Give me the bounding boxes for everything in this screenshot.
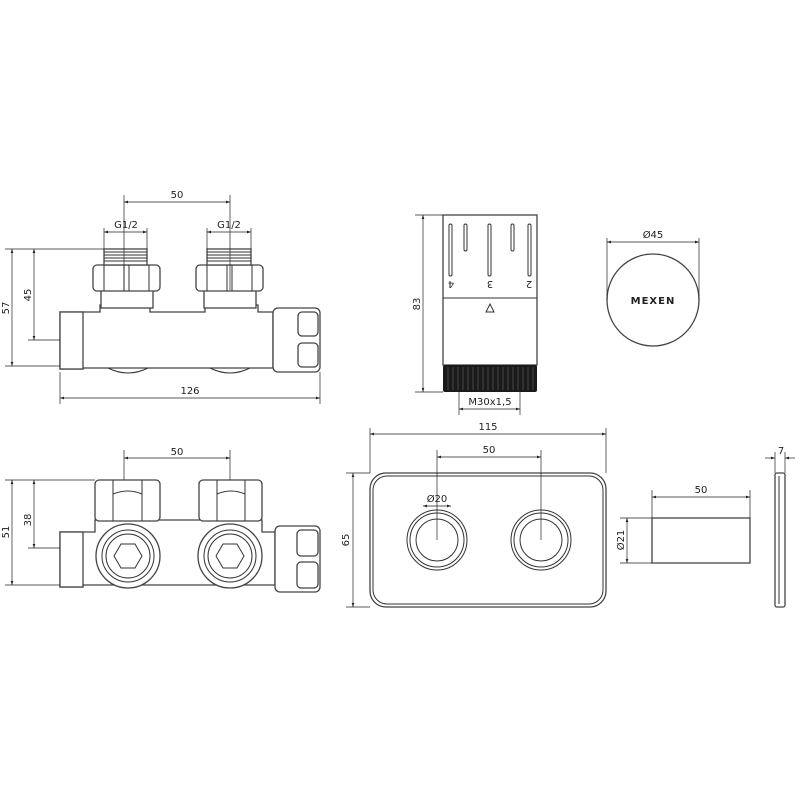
scale-mark-3: 3: [487, 278, 493, 289]
dim-thermostat-height: 83: [412, 298, 423, 311]
dim-front-height-total: 51: [1, 526, 12, 539]
dim-sleeve-diameter: Ø21: [615, 530, 627, 551]
dim-thread-m30: M30x1,5: [468, 397, 511, 408]
knurled-ring: [443, 365, 537, 392]
brand-logo: MEXEN: [631, 296, 676, 307]
sleeve-side-view: 50 Ø21 7: [615, 446, 795, 608]
scale-mark-4: 4: [448, 278, 454, 289]
dim-height-total: 57: [1, 302, 12, 315]
cover-plate: 115 65 50 Ø20: [341, 422, 607, 608]
thermostat-top-view: MEXEN Ø45: [606, 229, 700, 347]
dim-length: 126: [180, 386, 199, 397]
dim-plate-width: 115: [478, 422, 497, 433]
scale-mark-2: 2: [526, 278, 532, 289]
dim-plate-spacing: 50: [483, 445, 496, 456]
dim-thermostat-diameter: Ø45: [643, 229, 664, 241]
thread-right: [206, 248, 252, 266]
pointer-triangle-icon: [485, 302, 495, 313]
thermostat-head: 4 3 2 83 M30x1,5: [412, 214, 538, 415]
dim-front-spacing: 50: [171, 447, 184, 458]
dim-hole-diameter: Ø20: [427, 493, 448, 505]
valve-front-view: 50 51 38: [1, 447, 321, 593]
valve-side-view: 50 G1/2 G1/2 57 45 126: [1, 190, 321, 404]
dim-height-axis: 45: [23, 289, 34, 302]
dim-plate-thickness: 7: [778, 446, 784, 457]
dim-thread-left: G1/2: [114, 220, 138, 231]
dim-thread-right: G1/2: [217, 220, 241, 231]
dim-front-height-axis: 38: [23, 514, 34, 527]
dim-plate-height: 65: [341, 534, 352, 547]
thread-left: [103, 248, 148, 266]
dim-valve-spacing: 50: [171, 190, 184, 201]
dim-sleeve-length: 50: [695, 485, 708, 496]
